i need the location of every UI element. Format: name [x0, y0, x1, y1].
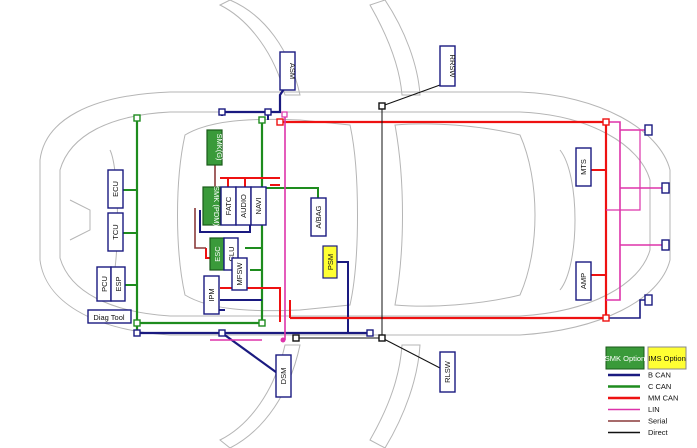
junction-node: [276, 118, 284, 126]
junction-node: [133, 329, 141, 337]
module-psm: PSM: [322, 245, 338, 279]
module-rlsw: RLSW: [439, 351, 456, 393]
legend-label-serial: Serial: [648, 417, 668, 426]
junction-node: [133, 319, 141, 327]
mm-can-esc: [205, 248, 210, 259]
module-pcu-label: PCU: [100, 276, 109, 292]
module-dsm: DSM: [275, 354, 292, 398]
rear-lin-module: [644, 124, 653, 136]
module-esp: ESP: [110, 266, 126, 302]
legend-ims-label: IMS Option: [648, 354, 686, 363]
c-can-abag: [262, 187, 319, 198]
module-rlsw-label: RLSW: [443, 360, 452, 383]
module-amp: AMP: [575, 261, 592, 301]
legend-label-b-can: B CAN: [648, 371, 671, 380]
rear-lin-module: [661, 239, 670, 251]
junction-node: [602, 118, 610, 126]
rear-lin-module: [661, 182, 670, 194]
direct-rlsw: [381, 337, 441, 369]
mm-can-ipm: [220, 287, 281, 322]
module-abag-label: A/BAG: [314, 205, 323, 228]
junction-node: [218, 329, 226, 337]
module-mts-label: MTS: [579, 159, 588, 175]
legend-label-c-can: C CAN: [648, 382, 671, 391]
network-wires: [120, 79, 665, 376]
module-dsm-label: DSM: [279, 368, 288, 385]
junction-node: [218, 108, 226, 116]
module-smk-g-label: SMK(G): [215, 133, 224, 161]
junction-node: [258, 319, 266, 327]
module-smk-g: SMK(G): [206, 129, 224, 166]
serial-link: [194, 208, 206, 249]
module-ecu-label: ECU: [111, 181, 120, 197]
lin-rear: [606, 121, 621, 301]
module-mfsw: MFSW: [231, 257, 248, 291]
module-audio-label: AUDIO: [239, 194, 248, 218]
module-ipm: IPM: [203, 275, 220, 315]
module-navi-label: NAVI: [254, 198, 263, 215]
legend-smk-label: SMK Option: [605, 354, 645, 363]
legend-label-mm-can: MM CAN: [648, 394, 678, 403]
junction-node: [602, 314, 610, 322]
junction-node: [258, 116, 266, 124]
junction-dot: [280, 337, 286, 343]
module-ipm-label: IPM: [207, 288, 216, 301]
module-diag-tool-label: Diag Tool: [93, 313, 124, 322]
module-rrsw-label: RRSW: [448, 55, 457, 79]
module-smk-pdm: SMK (PDM): [202, 186, 221, 227]
module-esp-label: ESP: [114, 276, 123, 291]
junction-node: [378, 102, 386, 110]
junction-node: [366, 329, 374, 337]
mm-can-loop: [280, 120, 608, 320]
junction-node: [133, 114, 141, 122]
module-pcu: PCU: [96, 266, 112, 302]
module-mfsw-label: MFSW: [235, 262, 244, 286]
module-amp-label: AMP: [579, 273, 588, 289]
module-navi: NAVI: [250, 186, 267, 226]
module-smk-pdm-label: SMK (PDM): [212, 186, 221, 227]
module-fatc: FATC: [220, 186, 237, 226]
module-ecu: ECU: [107, 169, 124, 209]
module-mts: MTS: [575, 147, 592, 187]
legend-label-direct: Direct: [648, 428, 669, 437]
module-diag-tool: Diag Tool: [87, 309, 132, 324]
junction-node: [281, 111, 288, 118]
legend-ims-swatch: [647, 346, 687, 370]
legend-label-lin: LIN: [648, 405, 660, 414]
module-asm: ASM: [279, 51, 297, 91]
module-fatc-label: FATC: [224, 196, 233, 215]
junction-node: [378, 334, 386, 342]
module-psm-label: PSM: [326, 254, 335, 270]
direct-rrsw: [381, 84, 441, 107]
rear-lin-module: [644, 294, 653, 306]
module-tcu-label: TCU: [111, 224, 120, 239]
module-rrsw: RRSW: [439, 45, 457, 87]
module-audio: AUDIO: [235, 186, 252, 226]
module-abag: A/BAG: [310, 197, 327, 237]
module-asm-label: ASM: [288, 63, 297, 79]
b-can-psm: [335, 261, 349, 333]
lin-rr4: [606, 130, 641, 211]
module-tcu: TCU: [107, 212, 124, 252]
module-esc: ESC: [209, 237, 225, 271]
car-outline: [39, 0, 671, 448]
junction-node: [292, 334, 300, 342]
module-esc-label: ESC: [213, 246, 222, 262]
legend: SMK Option IMS Option B CAN C CAN MM CAN LI…: [605, 346, 687, 437]
junction-node: [264, 108, 272, 116]
b-can-rear-right: [608, 299, 648, 319]
module-clu-label: CLU: [227, 246, 236, 261]
legend-smk-swatch: [605, 346, 645, 370]
